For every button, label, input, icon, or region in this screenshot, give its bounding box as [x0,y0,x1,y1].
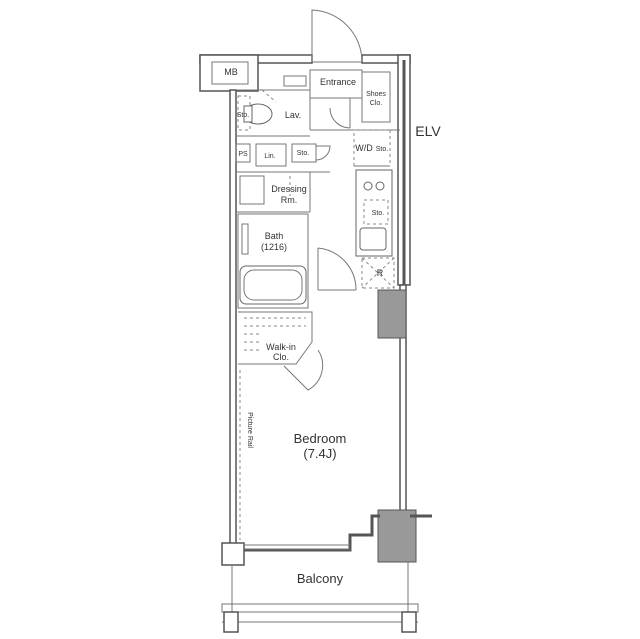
label-wd-sto: Sto. [376,146,389,153]
burner-1 [363,181,373,191]
label-dressing-1: Dressing [271,184,307,194]
label-bath-1: Bath [265,231,284,241]
bath-room [237,213,309,309]
label-bedroom-2: (7.4J) [303,446,336,461]
kitchen-storage [363,199,389,225]
outer-walls [199,54,432,566]
hall-storage-row [235,143,331,173]
toilet-tank [243,105,253,123]
bathtub-inner [243,269,303,301]
linen-closet [255,143,287,167]
label-balcony: Balcony [297,571,344,586]
label-wd: W/D [355,143,373,153]
label-mb: MB [224,67,238,77]
label-sto-kitchen: Sto. [372,210,385,217]
label-lin: Lin. [264,153,275,160]
shoes-closet [361,71,391,123]
dressing-vanity [239,175,265,205]
label-picture-rail: Picture Rail [246,412,253,448]
label-walkin-2: Clo. [273,352,289,362]
lavatory [236,89,310,137]
label-bedroom-1: Bedroom [294,431,347,446]
bath [237,213,309,309]
kitchen-sink [359,227,387,251]
label-shoes-2: Clo. [370,100,383,107]
mb-inner [211,61,249,85]
label-walkin-1: Walk-in [266,342,296,352]
label-bath-2: (1216) [261,242,287,252]
label-ps: PS [238,151,248,158]
bathtub [239,265,307,305]
label-elv: ELV [415,123,441,139]
wd-storage [353,129,391,167]
label-lav: Lav. [285,110,301,120]
label-refrigerator: R [377,268,384,278]
ps-box [235,143,251,163]
dressing-room [236,171,311,213]
balcony-post-right [401,611,417,633]
lav-storage [237,95,251,131]
balcony-post-left [223,611,239,633]
column-right [377,289,407,339]
column-bottom-left [221,542,245,566]
label-entrance: Entrance [320,77,356,87]
walkin-closet [238,311,324,391]
hall-door [317,247,357,291]
column-bottom-right [377,509,417,563]
label-sto-lav: Sto. [237,112,250,119]
label-shoes-1: Shoes [366,91,386,98]
burner-2 [375,181,385,191]
bath-shower [241,223,249,255]
entrance-door [311,9,363,63]
label-dressing-2: Rm. [281,195,298,205]
left-wall [229,89,237,546]
balcony-rail [221,603,419,613]
kitchen [355,169,395,289]
balcony [221,544,419,633]
hall-storage [291,143,317,163]
label-sto-hall: Sto. [297,150,310,157]
lav-sink-counter [283,75,307,87]
refrigerator-space [361,257,395,289]
